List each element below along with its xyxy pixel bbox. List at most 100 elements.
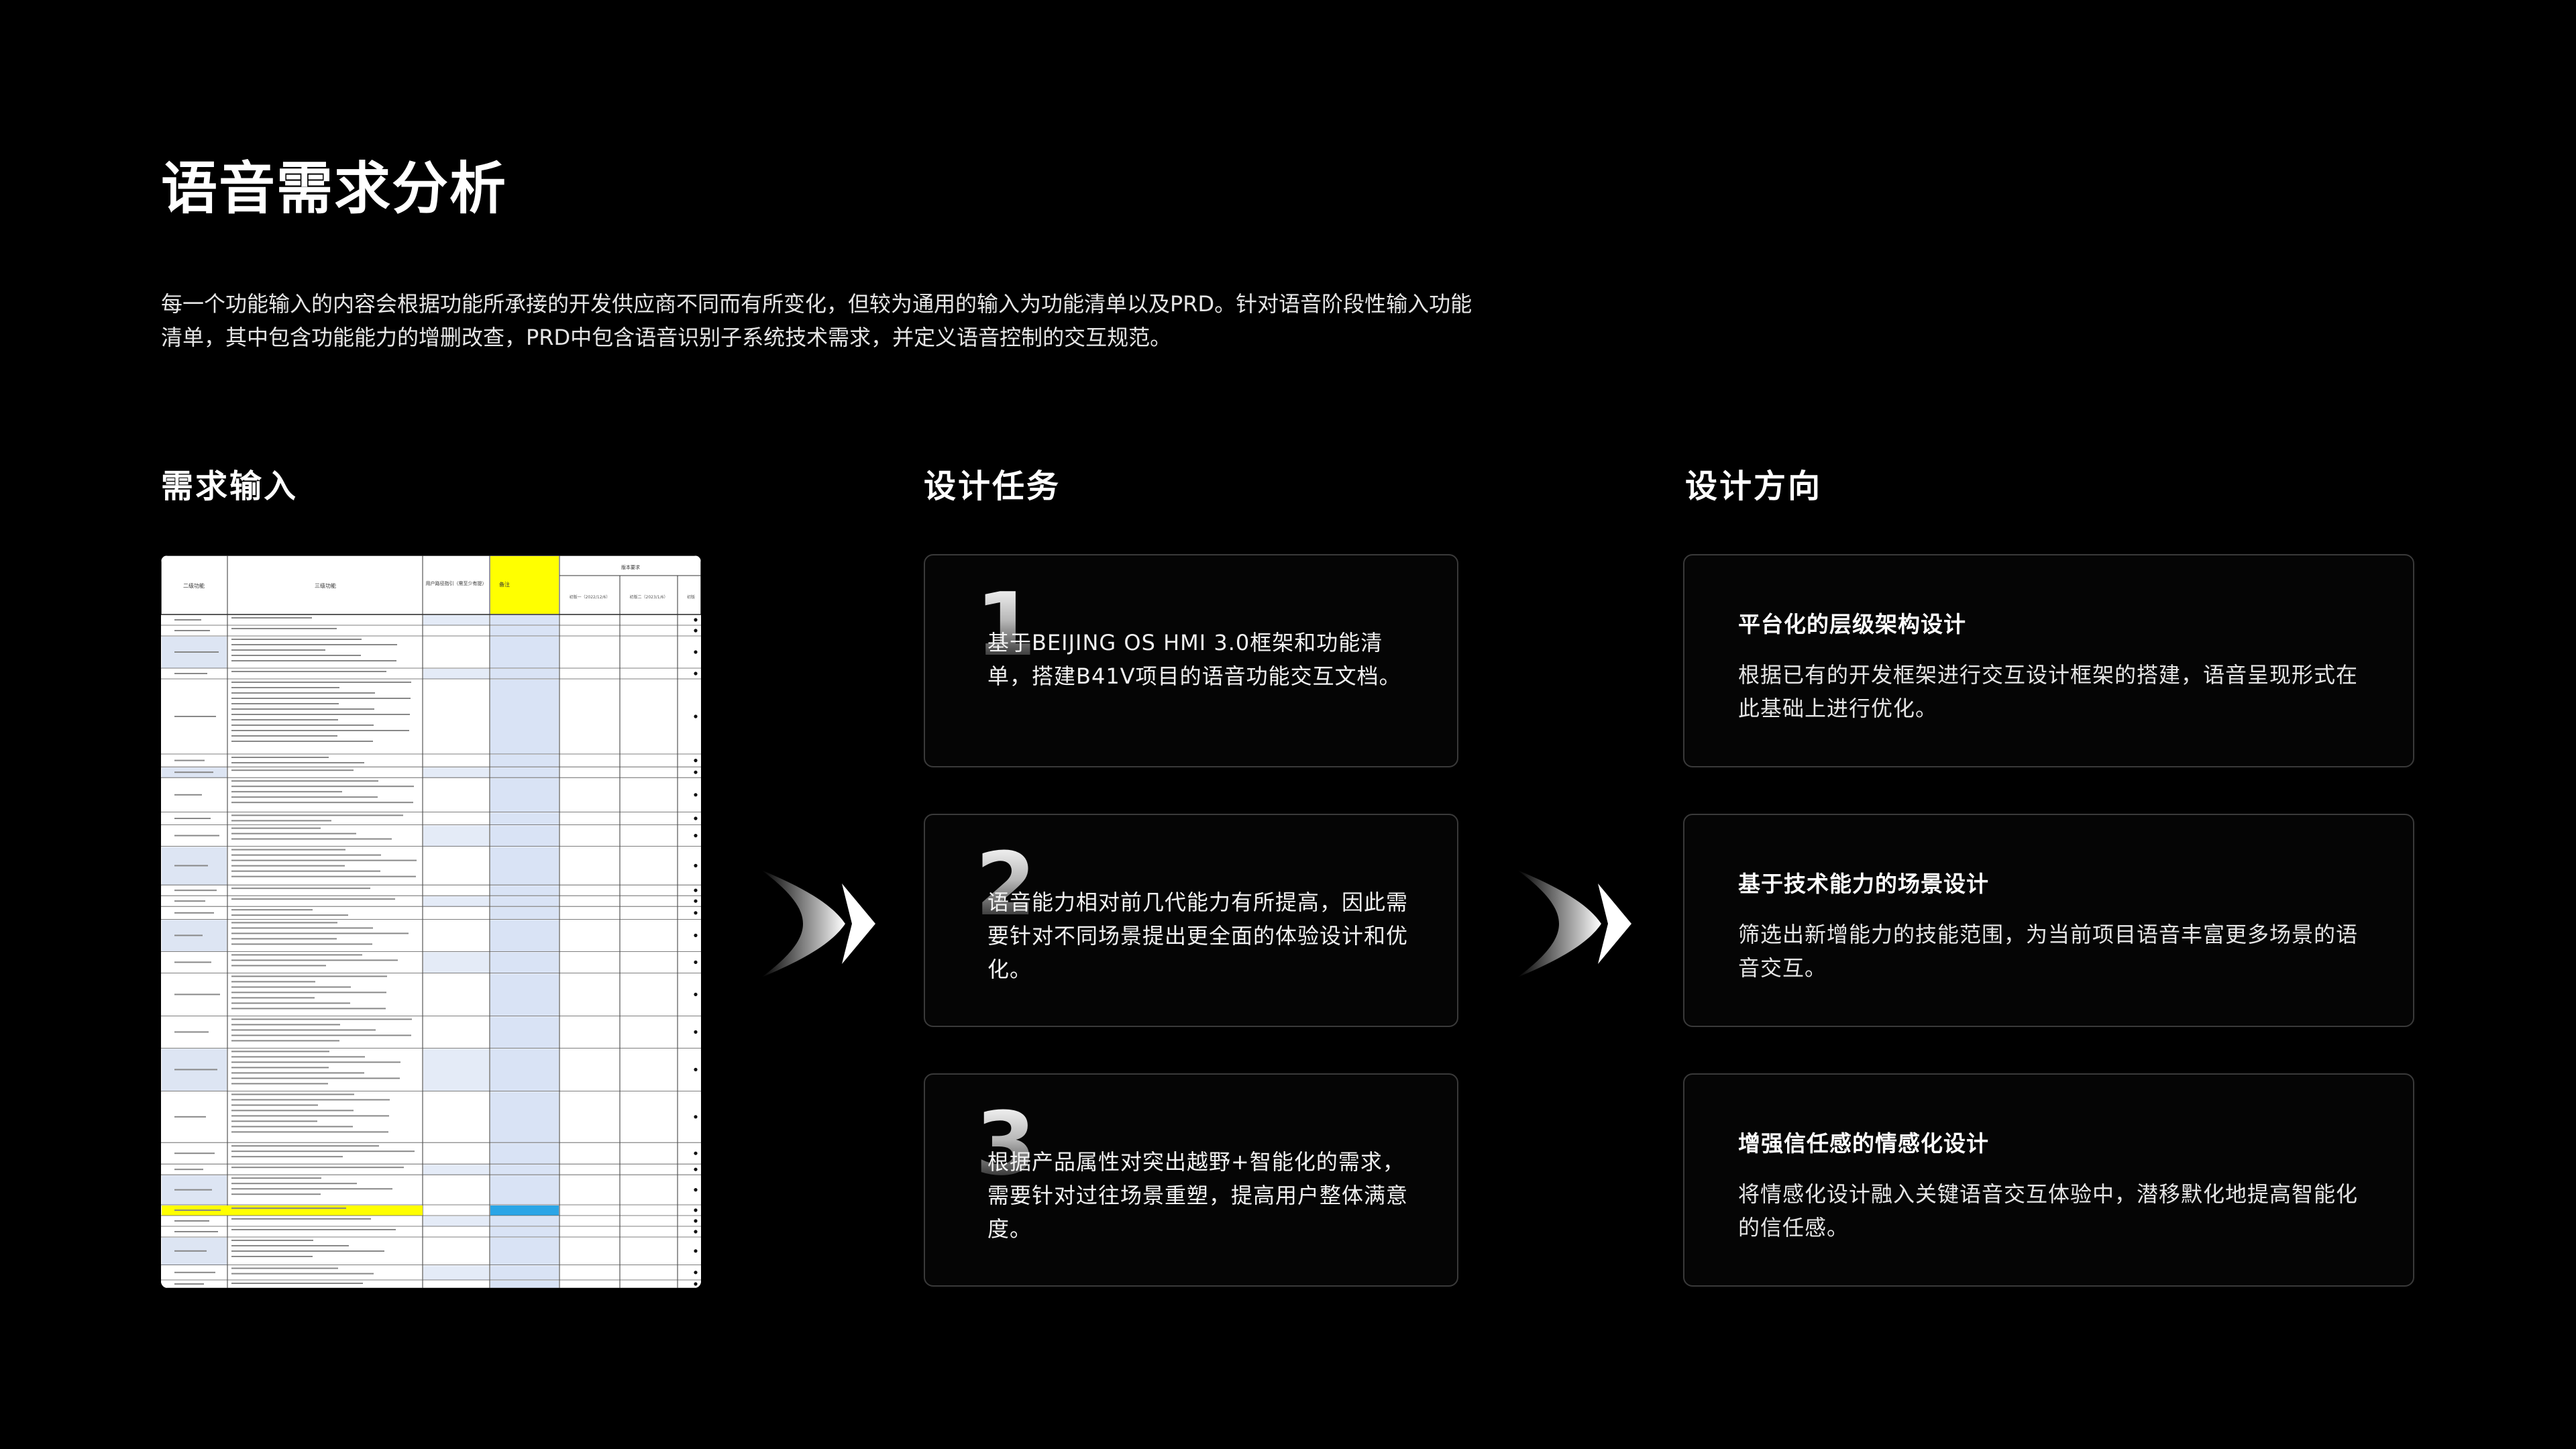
sheet-text-line <box>231 671 386 672</box>
sheet-text-line <box>231 1072 364 1074</box>
sheet-text-line <box>231 909 313 911</box>
task-card-3: 3 根据产品属性对突出越野+智能化的需求，需要针对过往场景重塑，提高用户整体满意… <box>924 1073 1458 1287</box>
sheet-cell <box>423 1281 489 1288</box>
sheet-text-line <box>231 780 378 782</box>
feature-list-spreadsheet: 二级功能 三级功能 用户路径指引（需至少有提） 备注 版本要求 初版一（2022… <box>161 555 701 1288</box>
sheet-cell <box>490 615 559 625</box>
sheet-cell <box>490 637 559 668</box>
sheet-text-line <box>174 1169 203 1171</box>
sheet-text-line <box>231 1120 317 1122</box>
sheet-text-line <box>231 644 397 645</box>
sheet-text-line <box>231 1245 349 1246</box>
sheet-dot <box>694 992 698 996</box>
sheet-text-line <box>174 1116 206 1118</box>
column-heading-input: 需求输入 <box>161 468 299 505</box>
task-card-2: 2 语音能力相对前几代能力有所提高，因此需要针对不同场景提出更全面的体验设计和优… <box>924 814 1458 1027</box>
sheet-text-line <box>231 975 387 977</box>
sheet-text-line <box>231 791 342 793</box>
sheet-text-line <box>231 1218 371 1220</box>
sheet-cell <box>423 637 489 668</box>
sheet-text-line <box>174 961 211 963</box>
sheet-cell <box>490 626 559 636</box>
sheet-text-line <box>231 1029 376 1031</box>
sheet-cell <box>423 1216 489 1226</box>
sheet-text-line <box>231 639 362 640</box>
sheet-cell <box>490 812 559 825</box>
sheet-cell <box>490 885 559 896</box>
sheet-text-line <box>231 1240 313 1241</box>
sheet-dot <box>694 1115 698 1119</box>
sheet-cell <box>423 1143 489 1165</box>
sheet-version-col2: 初版二（2023/1/6） <box>630 594 668 600</box>
sheet-text-line <box>174 651 219 653</box>
sheet-text-line <box>231 965 326 967</box>
sheet-text-line <box>174 1220 209 1222</box>
sheet-dot <box>694 888 698 892</box>
page-title: 语音需求分析 <box>161 156 508 221</box>
sheet-text-line <box>231 954 362 956</box>
sheet-text-line <box>174 1031 209 1033</box>
sheet-text-line <box>231 838 392 840</box>
sheet-text-line <box>231 762 364 763</box>
sheet-text-line <box>231 1093 354 1095</box>
sheet-dot <box>694 1271 698 1275</box>
sheet-cell <box>490 847 559 885</box>
sheet-cell <box>423 1165 489 1175</box>
sheet-cell <box>490 825 559 847</box>
sheet-text-line <box>231 865 345 867</box>
sheet-text-line <box>231 1273 374 1275</box>
sheet-cell <box>423 812 489 825</box>
sheet-text-line <box>231 1167 404 1169</box>
sheet-text-line <box>174 1210 221 1211</box>
sheet-text-line <box>231 833 356 835</box>
sheet-dot <box>694 933 698 937</box>
sheet-cell <box>423 1227 489 1237</box>
sheet-cell <box>423 778 489 812</box>
sheet-header-version: 版本要求 <box>621 564 640 570</box>
sheet-text-line <box>231 1193 321 1195</box>
sheet-header-col1: 二级功能 <box>183 582 205 589</box>
sheet-text-line <box>231 1056 365 1058</box>
sheet-text-line <box>231 1283 363 1284</box>
direction-title: 平台化的层级架构设计 <box>1738 611 1966 637</box>
sheet-text-line <box>231 922 337 924</box>
sheet-cell <box>423 680 489 754</box>
sheet-text-line <box>231 888 370 890</box>
sheet-cell <box>423 1265 489 1280</box>
sheet-text-line <box>174 1152 215 1155</box>
sheet-text-line <box>231 986 351 988</box>
sheet-dot <box>694 1249 698 1253</box>
sheet-text-line <box>231 1150 415 1152</box>
sheet-text-line <box>231 741 373 742</box>
sheet-text-line <box>174 818 211 819</box>
sheet-cell <box>490 1281 559 1288</box>
sheet-dot <box>694 650 698 654</box>
sheet-cell <box>490 755 559 767</box>
task-text: 基于BEIJING OS HMI 3.0框架和功能清单，搭建B41V项目的语音功… <box>987 630 1401 689</box>
sheet-text-line <box>231 981 315 983</box>
sheet-text-line <box>231 796 378 798</box>
sheet-cell <box>490 1049 559 1091</box>
sheet-cell <box>490 1265 559 1280</box>
sheet-cell <box>490 920 559 952</box>
sheet-cell <box>423 907 489 920</box>
sheet-cell <box>423 952 489 973</box>
sheet-cell <box>490 1227 559 1237</box>
sheet-text-line <box>174 994 220 996</box>
sheet-dot <box>694 1167 698 1171</box>
sheet-cell <box>423 1175 489 1205</box>
sheet-text-line <box>231 1067 329 1069</box>
sheet-text-line <box>231 1077 400 1079</box>
sheet-cell <box>490 1016 559 1049</box>
sheet-cell <box>423 1016 489 1049</box>
sheet-text-line <box>231 1188 392 1190</box>
sheet-text-line <box>174 1231 218 1232</box>
sheet-text-line <box>174 630 210 631</box>
sheet-dot <box>694 793 698 797</box>
sheet-text-line <box>231 1051 329 1053</box>
sheet-cell <box>490 1238 559 1265</box>
flow-arrow-icon <box>761 870 875 977</box>
sheet-text-line <box>174 619 201 621</box>
sheet-version-col1: 初版一（2022/12/6） <box>570 594 610 600</box>
sheet-text-line <box>231 991 386 994</box>
